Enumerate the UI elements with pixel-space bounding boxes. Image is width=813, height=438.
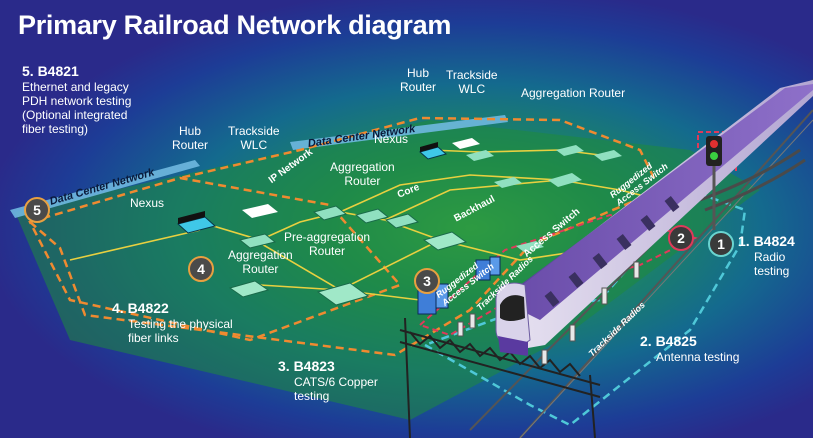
callout-heading: 4. B4822 xyxy=(112,300,169,316)
callout-b4825: 2. B4825 Antenna testing xyxy=(640,333,739,364)
callout-line: Ethernet and legacy xyxy=(22,79,129,94)
badge-4: 4 xyxy=(188,256,214,282)
callout-line: Testing the physical xyxy=(128,316,233,331)
label-pre-aggregation-router: Pre-aggregation Router xyxy=(284,230,371,259)
label-hub-router-top: Hub Router xyxy=(400,66,437,95)
label-aggregation-router-mid: Aggregation Router xyxy=(330,160,395,189)
signal-light xyxy=(706,136,722,230)
callout-b4822: 4. B4822 Testing the physical fiber link… xyxy=(112,300,233,345)
callout-line: PDH network testing xyxy=(22,93,132,108)
callout-heading: 5. B4821 xyxy=(22,63,79,79)
callout-line: (Optional integrated xyxy=(22,107,128,122)
callout-line: fiber testing) xyxy=(22,121,89,136)
callout-b4824: 1. B4824 Radio testing xyxy=(738,233,795,278)
callout-b4823: 3. B4823 CATS/6 Copper testing xyxy=(278,358,378,403)
callout-line: testing xyxy=(294,388,330,403)
badge-1: 1 xyxy=(708,231,734,257)
callout-heading: 1. B4824 xyxy=(738,233,795,249)
boundary-main xyxy=(29,116,662,357)
train-windows xyxy=(544,196,680,307)
label-aggregation-router-left: Aggregation Router xyxy=(228,248,293,277)
callout-line: CATS/6 Copper xyxy=(294,374,378,389)
callout-heading: 3. B4823 xyxy=(278,358,335,374)
data-center-bar-top xyxy=(290,115,508,150)
side-tracks xyxy=(699,148,806,212)
label-aggregation-router-top: Aggregation Router xyxy=(521,86,626,100)
ruggedized-switch-boxes xyxy=(417,256,501,315)
callout-b4821: 5. B4821 Ethernet and legacy PDH network… xyxy=(22,63,131,136)
label-nexus-top: Nexus xyxy=(374,132,409,146)
label-nexus-left: Nexus xyxy=(130,196,165,210)
radio-posts xyxy=(457,261,640,365)
callout-line: Antenna testing xyxy=(656,349,740,364)
page-title: Primary Railroad Network diagram xyxy=(18,10,452,40)
label-trackside-wlc-top: Trackside WLC xyxy=(446,68,498,97)
data-center-bar-left xyxy=(10,160,200,218)
badge-3: 3 xyxy=(414,268,440,294)
callout-line: testing xyxy=(754,263,790,278)
callout-line: Radio xyxy=(754,249,786,264)
callout-line: fiber links xyxy=(128,330,179,345)
gantry xyxy=(399,317,601,438)
badge-5: 5 xyxy=(24,197,50,223)
label-hub-router-left: Hub Router xyxy=(172,124,209,153)
boundary-dc-left xyxy=(28,176,403,342)
label-trackside-wlc-left: Trackside WLC xyxy=(228,124,280,153)
badge-2: 2 xyxy=(668,225,694,251)
devices xyxy=(176,138,622,306)
callout-heading: 2. B4825 xyxy=(640,333,697,349)
